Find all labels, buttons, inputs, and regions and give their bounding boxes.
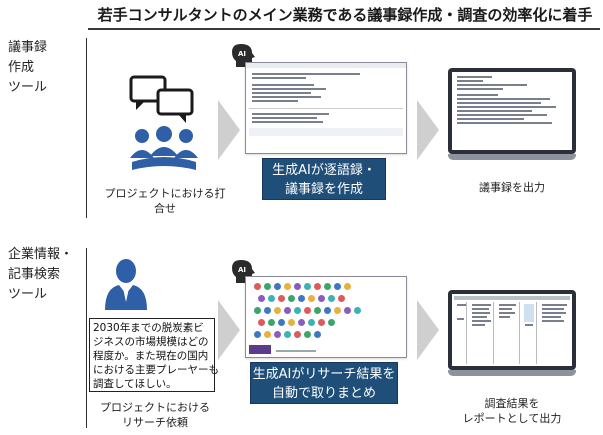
network-node <box>274 283 281 290</box>
network-node <box>354 307 361 314</box>
row2-label: 企業情報・ 記事検索 ツール <box>8 247 74 302</box>
ai-brain-icon: AI <box>232 44 255 67</box>
row1-ai-label: 生成AIが逐語録・ 議事録を作成 <box>262 158 386 200</box>
svg-text:AI: AI <box>238 266 246 274</box>
research-request-bubble: 2030年までの脱炭素ビ ジネスの市場規模はどの 程度か。また現在の国内 におけ… <box>89 318 219 392</box>
network-node <box>304 331 311 338</box>
row2-ai-label: 生成AIがリサーチ結果を 自動で取りまとめ <box>250 362 398 404</box>
person-icon <box>105 259 147 310</box>
row2-output-caption: 調査結果を レポートとして出力 <box>462 397 562 425</box>
network-node <box>254 307 261 314</box>
network-node <box>254 283 261 290</box>
network-node <box>324 283 331 290</box>
transcript-app-screen <box>245 62 407 154</box>
network-node <box>324 307 331 314</box>
network-node <box>254 331 261 338</box>
title-divider <box>88 28 600 30</box>
network-node <box>264 331 271 338</box>
network-node <box>334 283 341 290</box>
network-node <box>338 295 345 302</box>
network-node <box>304 307 311 314</box>
network-node <box>278 295 285 302</box>
row1-input-caption: プロジェクトにおける打合せ <box>104 187 226 215</box>
network-node <box>328 295 335 302</box>
flow-arrow <box>218 300 240 360</box>
network-node <box>284 331 291 338</box>
laptop-icon <box>448 68 576 160</box>
network-node <box>308 319 315 326</box>
network-node <box>258 295 265 302</box>
row1-label: 議事録 作成 ツール <box>8 40 48 95</box>
network-node <box>264 283 271 290</box>
network-node <box>274 307 281 314</box>
network-node <box>294 283 301 290</box>
network-node <box>288 295 295 302</box>
network-node <box>328 319 335 326</box>
network-node <box>298 295 305 302</box>
network-node <box>274 331 281 338</box>
row1-output-caption: 議事録を出力 <box>479 181 545 194</box>
network-node <box>308 295 315 302</box>
svg-text:AI: AI <box>238 50 246 58</box>
flow-arrow <box>417 100 439 160</box>
laptop-icon <box>448 290 576 376</box>
row2-input-caption: プロジェクトにおける リサーチ依頼 <box>100 401 210 429</box>
speech-bubbles-icon <box>129 75 194 123</box>
network-node <box>304 283 311 290</box>
network-node <box>284 283 291 290</box>
meeting-people-icon <box>130 126 198 170</box>
research-app-screen <box>245 276 407 358</box>
flow-arrow <box>218 100 240 160</box>
network-node <box>314 331 321 338</box>
row2-divider <box>86 248 87 428</box>
network-node <box>318 295 325 302</box>
network-node <box>344 307 351 314</box>
flow-arrow <box>417 300 439 360</box>
network-node <box>278 319 285 326</box>
network-node <box>284 307 291 314</box>
network-node <box>344 283 351 290</box>
network-node <box>264 307 271 314</box>
page-title: 若手コンサルタントのメイン業務である議事録作成・調査の効率化に着手 <box>97 6 593 24</box>
network-node <box>288 319 295 326</box>
network-node <box>294 307 301 314</box>
network-node <box>268 319 275 326</box>
network-node <box>294 331 301 338</box>
network-node <box>314 283 321 290</box>
row1-divider <box>86 38 87 218</box>
network-node <box>258 319 265 326</box>
network-node <box>314 307 321 314</box>
network-node <box>268 295 275 302</box>
network-node <box>334 307 341 314</box>
network-node <box>318 319 325 326</box>
network-node <box>298 319 305 326</box>
